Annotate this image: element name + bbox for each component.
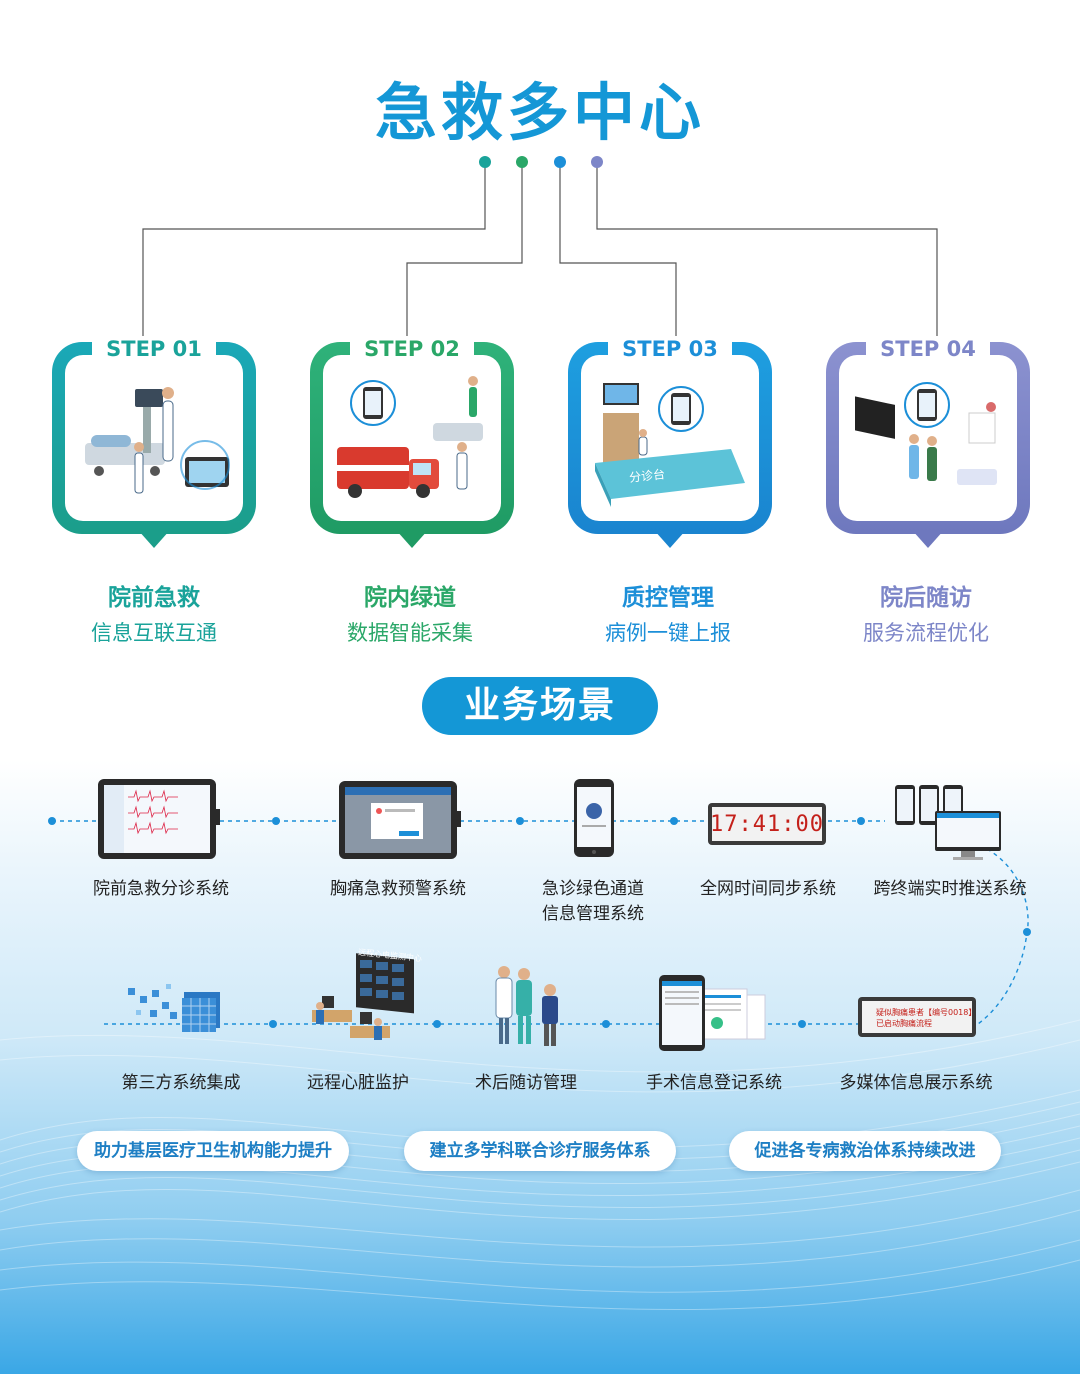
step-subtitle-3: 病例一键上报 <box>605 621 731 645</box>
system-label-third-party: 第三方系统集成 <box>121 1073 241 1093</box>
system-label-multimedia: 多媒体信息展示系统 <box>839 1073 993 1093</box>
display-line-2: 已启动胸痛流程 <box>876 1019 932 1028</box>
step-title-2: 院内绿道 <box>364 585 456 611</box>
dot-step2 <box>516 156 528 168</box>
goal-pill-1: 助力基层医疗卫生机构能力提升 <box>77 1131 349 1171</box>
step-card-3[interactable]: 分诊台 STEP 03 <box>568 336 772 550</box>
clock-readout: 17:41:00 <box>710 812 824 837</box>
tablet-ecg-icon <box>98 779 220 859</box>
step-card-2[interactable]: STEP 02 <box>310 336 514 550</box>
step-subtitle-4: 服务流程优化 <box>863 621 989 645</box>
step-card-4[interactable]: STEP 04 <box>826 336 1030 550</box>
step-subtitle-1: 信息互联互通 <box>91 621 217 645</box>
multi-device-icon <box>893 785 1003 861</box>
triage-desk-illustration <box>595 383 745 507</box>
step-title-3: 质控管理 <box>622 585 714 611</box>
system-label-green-channel: 急诊绿色通道 信息管理系统 <box>542 879 644 924</box>
system-label-push: 跨终端实时推送系统 <box>873 879 1027 899</box>
step-label: STEP 04 <box>866 336 990 362</box>
led-clock-icon: 17:41:00 <box>708 803 826 845</box>
system-label-surgery: 手术信息登记系统 <box>646 1073 782 1093</box>
monitor-center-icon: 远程心电监测中心 <box>306 946 422 1058</box>
doctors-patient-icon <box>490 962 568 1052</box>
step-label: STEP 01 <box>92 336 216 362</box>
phone-app-icon <box>574 779 614 857</box>
goal-pill-3: 促进各专病救治体系持续改进 <box>729 1131 1001 1171</box>
step-subtitle-2: 数据智能采集 <box>347 621 473 645</box>
display-line-1: 疑似胸痛患者【编号0018】 <box>876 1008 977 1017</box>
system-label-time-sync: 全网时间同步系统 <box>700 879 836 899</box>
system-label-followup: 术后随访管理 <box>475 1073 577 1093</box>
step-title-4: 院后随访 <box>880 585 972 611</box>
tablet-alert-icon <box>339 781 461 859</box>
dot-step1 <box>479 156 491 168</box>
ambulance-illustration <box>337 376 483 498</box>
step-title-1: 院前急救 <box>108 585 200 611</box>
system-label-remote-cardiac: 远程心脏监护 <box>307 1073 409 1093</box>
follow-up-illustration <box>855 382 997 485</box>
background-wave <box>0 760 1080 1374</box>
step-connectors <box>142 156 938 345</box>
tablet-forms-icon <box>657 975 769 1053</box>
system-label-triage: 院前急救分诊系统 <box>93 879 229 899</box>
step-label: STEP 02 <box>350 336 474 362</box>
business-scenario-banner: 业务场景 <box>422 677 658 735</box>
flow-lines <box>48 817 1031 1028</box>
goal-pill-2: 建立多学科联合诊疗服务体系 <box>404 1131 676 1171</box>
step-card-1[interactable]: STEP 01 <box>52 336 256 550</box>
step-label: STEP 03 <box>608 336 732 362</box>
cube-integration-icon <box>122 980 226 1050</box>
system-label-chest-pain: 胸痛急救预警系统 <box>330 879 466 899</box>
led-display-icon: 疑似胸痛患者【编号0018】 已启动胸痛流程 <box>858 997 976 1037</box>
dot-step4 <box>591 156 603 168</box>
ambulance-care-illustration <box>85 387 230 494</box>
page-title: 急救多中心 <box>374 76 705 149</box>
dot-step3 <box>554 156 566 168</box>
